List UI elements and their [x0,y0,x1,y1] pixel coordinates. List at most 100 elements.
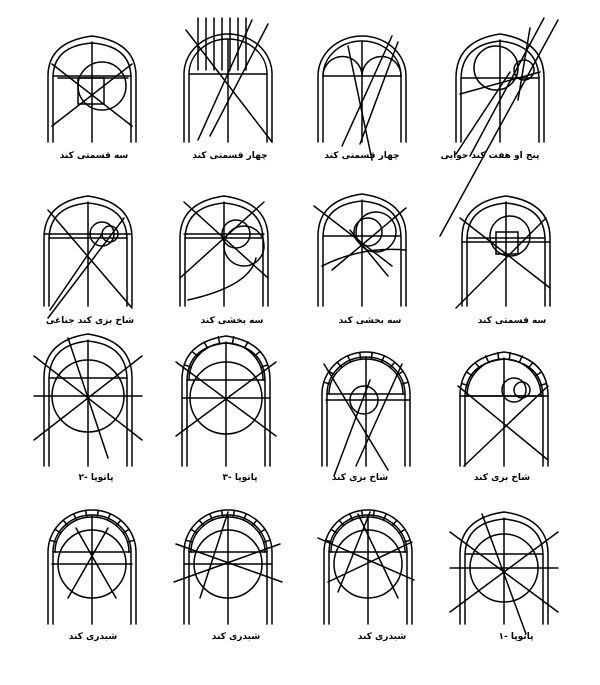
construction-line [173,543,281,583]
arch-outer-outline [459,511,549,625]
voussoir-joint [260,364,269,369]
arch-panel-14 [173,509,283,625]
arch-outer-outline [321,351,411,467]
caption-5: شاخ بزی کند جناغی [45,316,135,326]
caption-9: پاتوپا -۲ [78,473,114,483]
arch-panel-6 [179,195,269,307]
voussoir-joint [484,355,490,364]
construction-line [333,379,371,477]
voussoir-joint [538,382,547,387]
arch-panel-1 [47,35,137,143]
construction-line [175,361,277,437]
arch-panel-10 [175,335,277,467]
construction-line [51,63,133,127]
construction-line [327,541,413,583]
voussoir-joint [96,509,100,519]
voussoir-joint [183,364,192,369]
voussoir-joint [534,371,542,377]
construction-line [185,29,273,143]
voussoir-joint [190,528,198,534]
voussoir-joint [348,513,354,521]
construction-line [331,207,407,271]
voussoir-joint [336,361,343,369]
caption-16: پاتوپا -۱ [498,632,534,642]
construction-line [517,27,531,101]
arch-inner-outline [188,514,268,625]
construction-line [355,363,403,467]
construction-circle [501,377,527,403]
caption-12: شاخ بزی کند [473,473,531,483]
arch-outer-outline [459,351,549,467]
voussoir-joint [325,539,334,543]
caption-4: پنج او هفت کند حوایی [440,151,540,161]
arch-panel-7 [313,193,407,307]
arch-panel-12 [457,351,549,467]
voussoir-joint [389,361,396,369]
construction-line [199,511,229,599]
voussoir-joint [508,351,512,361]
voussoir-joint [330,528,338,534]
voussoir-inner-curve [190,516,266,553]
voussoir-joint [126,539,135,543]
voussoir-joint [402,539,411,543]
construction-line [197,19,253,141]
voussoir-joint [232,509,236,519]
arch-panel-2 [183,17,273,143]
construction-line [337,511,371,593]
voussoir-joint [115,519,122,527]
construction-line [183,201,269,279]
construction-line [463,385,549,467]
construction-line [67,527,109,599]
construction-line [313,205,393,267]
voussoir-joint [382,513,388,521]
construction-line [75,527,117,599]
voussoir-joint [191,350,199,357]
arch-outer-outline [183,509,273,625]
caption-14: شبدری کند [211,632,261,642]
arch-panel-5 [43,195,133,319]
construction-semicircle [361,55,402,77]
voussoir-joint [243,341,249,349]
voussoir-joint [72,513,78,521]
voussoir-joint [328,370,336,376]
construction-semicircle [322,55,363,77]
caption-3: چهار قسمتی کند [324,151,400,161]
arch-panel-13 [47,509,137,625]
arch-outer-outline [47,35,137,143]
voussoir-joint [474,361,481,369]
arch-panel-11 [321,351,411,477]
construction-circle [333,529,403,599]
construction-curve [321,248,407,267]
voussoir-joint [461,382,470,387]
voussoir-joint [370,351,374,361]
arch-inner-outline [188,38,268,143]
arch-inner-outline [52,514,132,625]
construction-line [481,513,527,635]
voussoir-joint [54,528,62,534]
construction-line [459,217,551,289]
voussoir-joint [262,539,271,543]
construction-square [495,231,519,255]
voussoir-joint [217,335,221,345]
voussoir-joint [84,509,88,519]
voussoir-joint [198,519,205,527]
arch-outer-outline [43,195,133,307]
voussoir-inner-curve [466,358,542,397]
construction-line [457,385,549,461]
caption-1: سه قسمتی کند [59,151,129,161]
voussoir-joint [466,371,474,377]
arch-outer-outline [183,33,273,143]
voussoir-joint [220,509,224,519]
caption-7: سه بخشی کند [338,316,402,326]
voussoir-joint [380,355,386,363]
arch-panel-8 [455,195,551,309]
voussoir-joint [231,335,235,345]
voussoir-joint [400,381,409,385]
caption-10: پاتوپا -۳ [222,473,258,483]
arch-outer-outline [179,195,269,307]
arch-outer-outline [43,333,133,467]
caption-6: سه بخشی کند [200,316,264,326]
construction-line [347,45,373,161]
